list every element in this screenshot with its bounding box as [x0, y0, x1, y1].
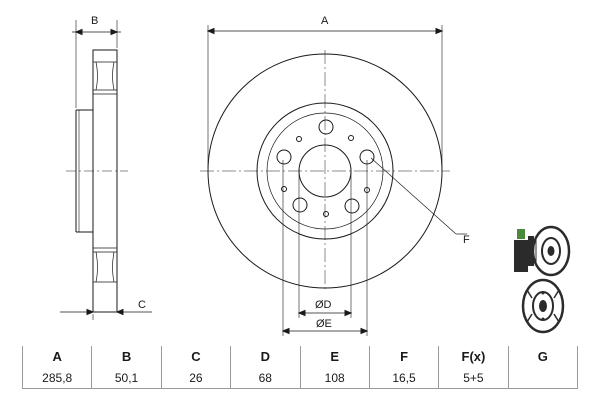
- spec-value-g: [507, 367, 579, 389]
- spec-header-d: D: [230, 346, 300, 367]
- disc-front-view: [200, 25, 467, 336]
- spec-value-f: 16,5: [368, 367, 439, 389]
- spec-value-fx: 5+5: [438, 367, 509, 389]
- spec-value-a: 285,8: [21, 367, 92, 389]
- spec-value-e: 108: [299, 367, 370, 389]
- spec-value-b: 50,1: [91, 367, 162, 389]
- dimension-label-d: ØD: [315, 299, 332, 311]
- dimension-label-e: ØE: [316, 318, 332, 330]
- dimension-label-a: A: [321, 15, 329, 27]
- spec-header-a: A: [21, 346, 92, 367]
- brake-disc-3d-icon: [521, 278, 565, 334]
- spec-header-f: F: [368, 346, 439, 367]
- spec-header-g: G: [507, 346, 579, 367]
- spec-value-c: 26: [160, 367, 231, 389]
- brake-disc-side-view-icon: [514, 225, 571, 277]
- spec-table-value-row: 285,8 50,1 26 68 108 16,5 5+5: [21, 367, 579, 389]
- spec-value-d: 68: [230, 367, 300, 389]
- disc-side-profile: [60, 20, 152, 320]
- spec-header-c: C: [160, 346, 231, 367]
- dimension-label-c: C: [138, 299, 146, 311]
- dimension-label-b: B: [91, 15, 98, 27]
- spec-table-header-row: A B C D E F F(x) G: [21, 346, 579, 367]
- dimension-label-f: F: [463, 234, 470, 246]
- spec-header-b: B: [91, 346, 162, 367]
- specification-table: A B C D E F F(x) G 285,8 50,1 26 68 108 …: [21, 346, 579, 389]
- spec-header-e: E: [299, 346, 370, 367]
- spec-header-fx: F(x): [438, 346, 509, 367]
